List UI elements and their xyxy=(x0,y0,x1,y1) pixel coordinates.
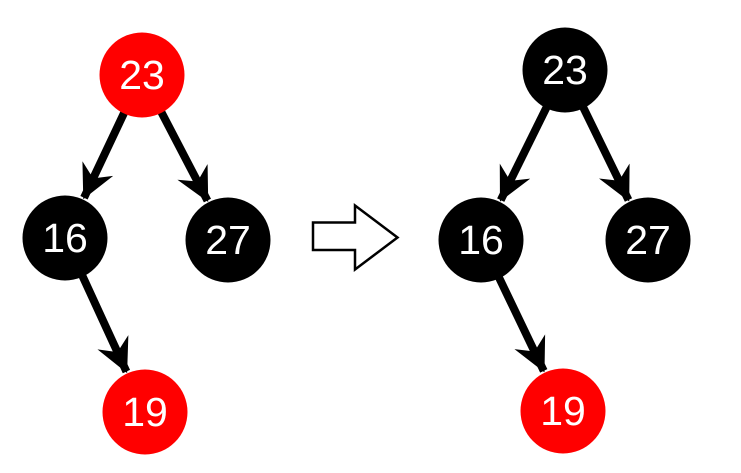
trees-group: 23 16 27 19 23 16 27 19 xyxy=(22,27,691,455)
node-label-before-27: 27 xyxy=(205,217,251,263)
transform-arrow-icon xyxy=(311,202,400,273)
node-label-before-16: 16 xyxy=(42,215,88,261)
node-after-19 xyxy=(520,368,606,454)
node-label-after-16: 16 xyxy=(458,217,504,263)
node-after-23 xyxy=(522,27,608,113)
node-before-19 xyxy=(102,369,188,455)
node-before-16 xyxy=(22,195,108,281)
node-label-before-23: 23 xyxy=(119,52,165,98)
node-before-23 xyxy=(99,32,185,118)
node-label-after-19: 19 xyxy=(540,388,586,434)
node-label-before-19: 19 xyxy=(122,389,168,435)
node-before-27 xyxy=(185,197,271,283)
node-label-after-23: 23 xyxy=(542,47,588,93)
node-after-27 xyxy=(605,197,691,283)
node-after-16 xyxy=(438,197,524,283)
node-label-after-27: 27 xyxy=(625,217,671,263)
tree-before: 23 16 27 19 xyxy=(22,32,271,455)
tree-after: 23 16 27 19 xyxy=(438,27,691,454)
